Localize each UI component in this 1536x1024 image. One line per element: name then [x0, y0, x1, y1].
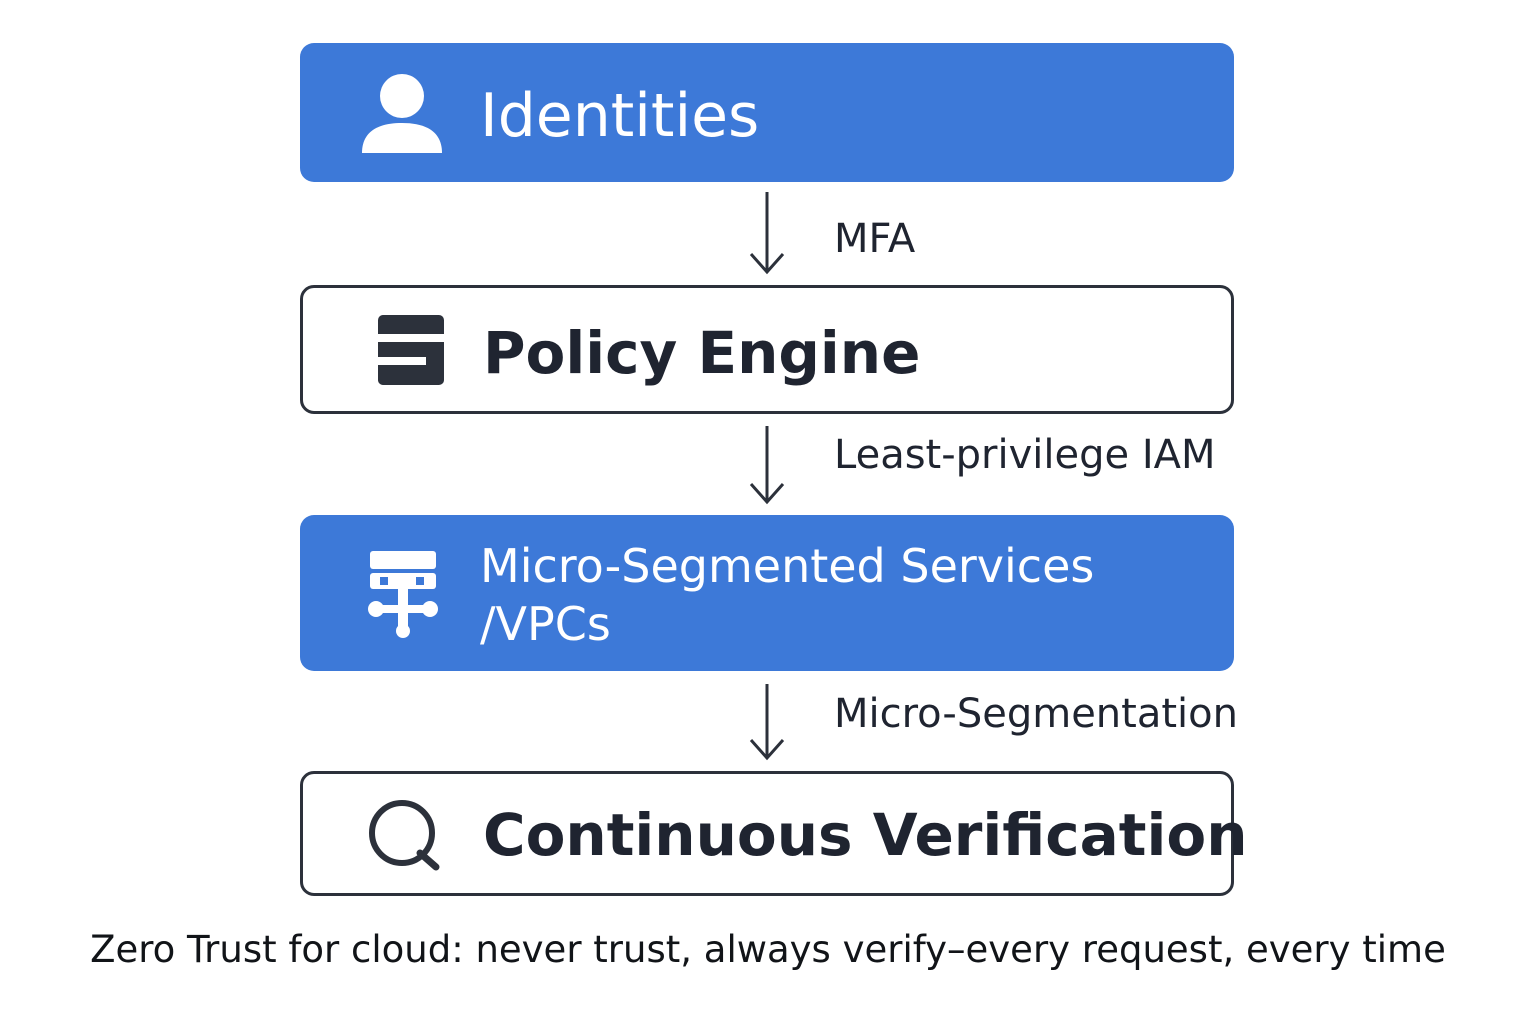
identities-label: Identities	[480, 81, 760, 151]
arrow-down-icon	[749, 192, 785, 275]
diagram-caption: Zero Trust for cloud: never trust, alway…	[90, 928, 1446, 971]
edge-label-least-privilege-iam: Least-privilege IAM	[834, 432, 1216, 478]
policy-engine-node: Policy Engine	[300, 285, 1234, 414]
services-node: Micro-Segmented Services /VPCs	[300, 515, 1234, 671]
network-icon	[362, 551, 446, 638]
verification-icon	[363, 792, 447, 876]
verification-label: Continuous Verification	[483, 801, 1248, 869]
edge-label-micro-segmentation: Micro-Segmentation	[834, 691, 1238, 737]
verification-node: Continuous Verification	[300, 771, 1248, 896]
server-icon	[369, 308, 453, 392]
user-icon	[360, 71, 444, 155]
arrow-down-icon	[749, 684, 785, 761]
services-label: Micro-Segmented Services /VPCs	[480, 539, 1095, 651]
policy-engine-label: Policy Engine	[483, 319, 921, 387]
edge-label-mfa: MFA	[834, 216, 916, 262]
arrow-down-icon	[749, 426, 785, 505]
identities-node: Identities	[300, 43, 1234, 182]
